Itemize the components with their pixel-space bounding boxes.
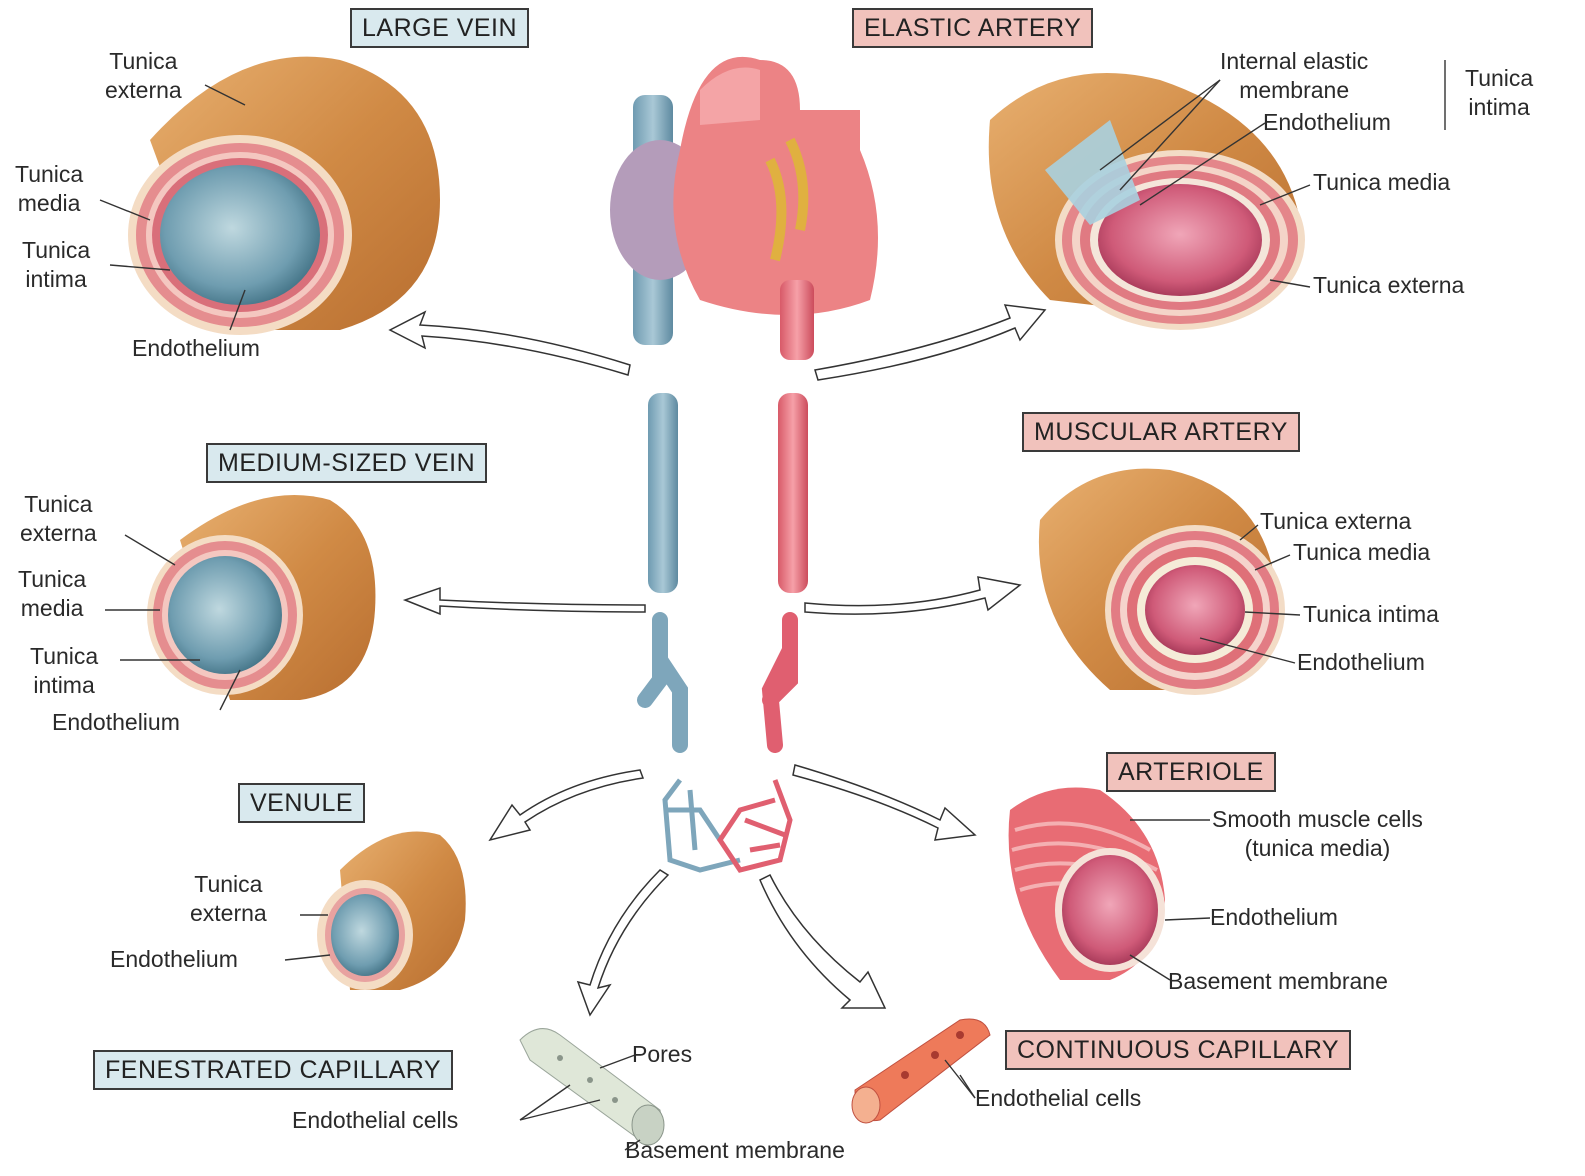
label-arteriole-endothelium: Endothelium bbox=[1210, 903, 1338, 932]
heart-illustration bbox=[610, 57, 878, 360]
label-large-vein-tunica-media: Tunica media bbox=[15, 160, 83, 218]
label-medium-vein-tunica-intima: Tunica intima bbox=[30, 642, 98, 700]
label-fenestrated-endothelial-cells: Endothelial cells bbox=[292, 1106, 458, 1135]
label-internal-elastic-membrane: Internal elastic membrane bbox=[1220, 47, 1368, 105]
label-elastic-artery-tunica-media: Tunica media bbox=[1313, 168, 1450, 197]
title-medium-vein: MEDIUM-SIZED VEIN bbox=[206, 443, 487, 483]
label-fenestrated-basement-membrane: Basement membrane bbox=[625, 1136, 845, 1165]
label-venule-tunica-externa: Tunica externa bbox=[190, 870, 267, 928]
title-fenestrated-capillary: FENESTRATED CAPILLARY bbox=[93, 1050, 453, 1090]
label-continuous-endothelial-cells: Endothelial cells bbox=[975, 1084, 1141, 1113]
label-pores: Pores bbox=[632, 1040, 692, 1069]
label-elastic-artery-tunica-externa: Tunica externa bbox=[1313, 271, 1464, 300]
label-arteriole-basement-membrane: Basement membrane bbox=[1168, 967, 1388, 996]
venule-illustration bbox=[317, 832, 466, 990]
arrow-to-continuous-capillary bbox=[760, 875, 885, 1008]
label-large-vein-tunica-intima: Tunica intima bbox=[22, 236, 90, 294]
label-muscular-artery-tunica-intima: Tunica intima bbox=[1303, 600, 1439, 629]
arrow-to-fenestrated-capillary bbox=[578, 870, 668, 1015]
arrow-to-muscular-artery bbox=[805, 577, 1020, 614]
elastic-artery-illustration bbox=[989, 73, 1305, 330]
arrow-to-venule bbox=[490, 770, 643, 840]
title-muscular-artery: MUSCULAR ARTERY bbox=[1022, 412, 1300, 452]
arrow-to-medium-vein bbox=[405, 588, 645, 614]
label-muscular-artery-tunica-externa: Tunica externa bbox=[1260, 507, 1411, 536]
label-venule-endothelium: Endothelium bbox=[110, 945, 238, 974]
label-smooth-muscle-cells: Smooth muscle cells (tunica media) bbox=[1212, 805, 1423, 863]
label-medium-vein-tunica-media: Tunica media bbox=[18, 565, 86, 623]
central-vein-column bbox=[645, 393, 740, 870]
connection-arrows bbox=[390, 305, 1045, 1015]
arrow-to-large-vein bbox=[390, 312, 630, 375]
title-elastic-artery: ELASTIC ARTERY bbox=[852, 8, 1093, 48]
title-continuous-capillary: CONTINUOUS CAPILLARY bbox=[1005, 1030, 1351, 1070]
label-muscular-artery-tunica-media: Tunica media bbox=[1293, 538, 1430, 567]
arrow-to-elastic-artery bbox=[815, 305, 1045, 380]
label-large-vein-tunica-externa: Tunica externa bbox=[105, 47, 182, 105]
label-medium-vein-endothelium: Endothelium bbox=[52, 708, 180, 737]
central-artery-column bbox=[720, 393, 808, 870]
title-venule: VENULE bbox=[238, 783, 365, 823]
arrow-to-arteriole bbox=[793, 765, 975, 840]
label-elastic-artery-tunica-intima: Tunica intima bbox=[1465, 64, 1533, 122]
label-medium-vein-tunica-externa: Tunica externa bbox=[20, 490, 97, 548]
continuous-capillary-illustration bbox=[852, 1019, 990, 1123]
medium-vein-illustration bbox=[147, 495, 375, 700]
title-arteriole: ARTERIOLE bbox=[1106, 752, 1276, 792]
label-muscular-artery-endothelium: Endothelium bbox=[1297, 648, 1425, 677]
label-large-vein-endothelium: Endothelium bbox=[132, 334, 260, 363]
title-large-vein: LARGE VEIN bbox=[350, 8, 529, 48]
muscular-artery-illustration bbox=[1039, 469, 1285, 695]
label-elastic-artery-endothelium: Endothelium bbox=[1263, 108, 1391, 137]
arteriole-illustration bbox=[1009, 788, 1165, 981]
